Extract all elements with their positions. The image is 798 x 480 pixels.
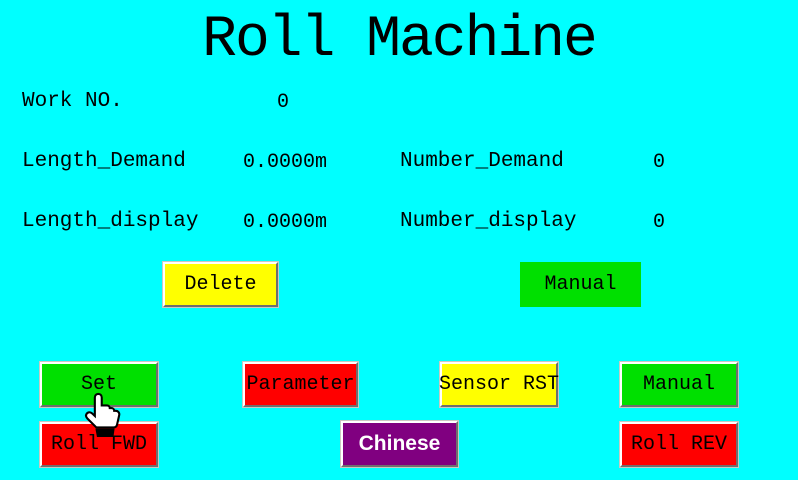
set-button[interactable]: Set bbox=[40, 362, 158, 407]
length-demand-value[interactable]: 0.0000m bbox=[243, 151, 328, 174]
chinese-language-button[interactable]: Chinese bbox=[341, 421, 458, 467]
length-demand-label: Length_Demand bbox=[22, 150, 186, 173]
page-title: Roll Machine bbox=[202, 8, 598, 73]
manual-indicator[interactable]: Manual bbox=[520, 262, 641, 307]
parameter-button[interactable]: Parameter bbox=[243, 362, 358, 407]
roll-rev-button[interactable]: Roll REV bbox=[620, 422, 738, 467]
roll-fwd-button[interactable]: Roll FWD bbox=[40, 422, 158, 467]
length-display-value: 0.0000m bbox=[243, 211, 328, 234]
length-display-label: Length_display bbox=[22, 210, 199, 233]
number-display-label: Number_display bbox=[400, 210, 577, 233]
number-display-value: 0 bbox=[653, 211, 666, 234]
number-demand-value[interactable]: 0 bbox=[653, 151, 666, 174]
number-demand-label: Number_Demand bbox=[400, 150, 564, 173]
work-no-value[interactable]: 0 bbox=[277, 91, 290, 114]
manual-button[interactable]: Manual bbox=[620, 362, 738, 407]
sensor-rst-button[interactable]: Sensor RST bbox=[439, 362, 559, 407]
delete-button[interactable]: Delete bbox=[163, 262, 278, 307]
work-no-label: Work NO. bbox=[22, 90, 123, 113]
